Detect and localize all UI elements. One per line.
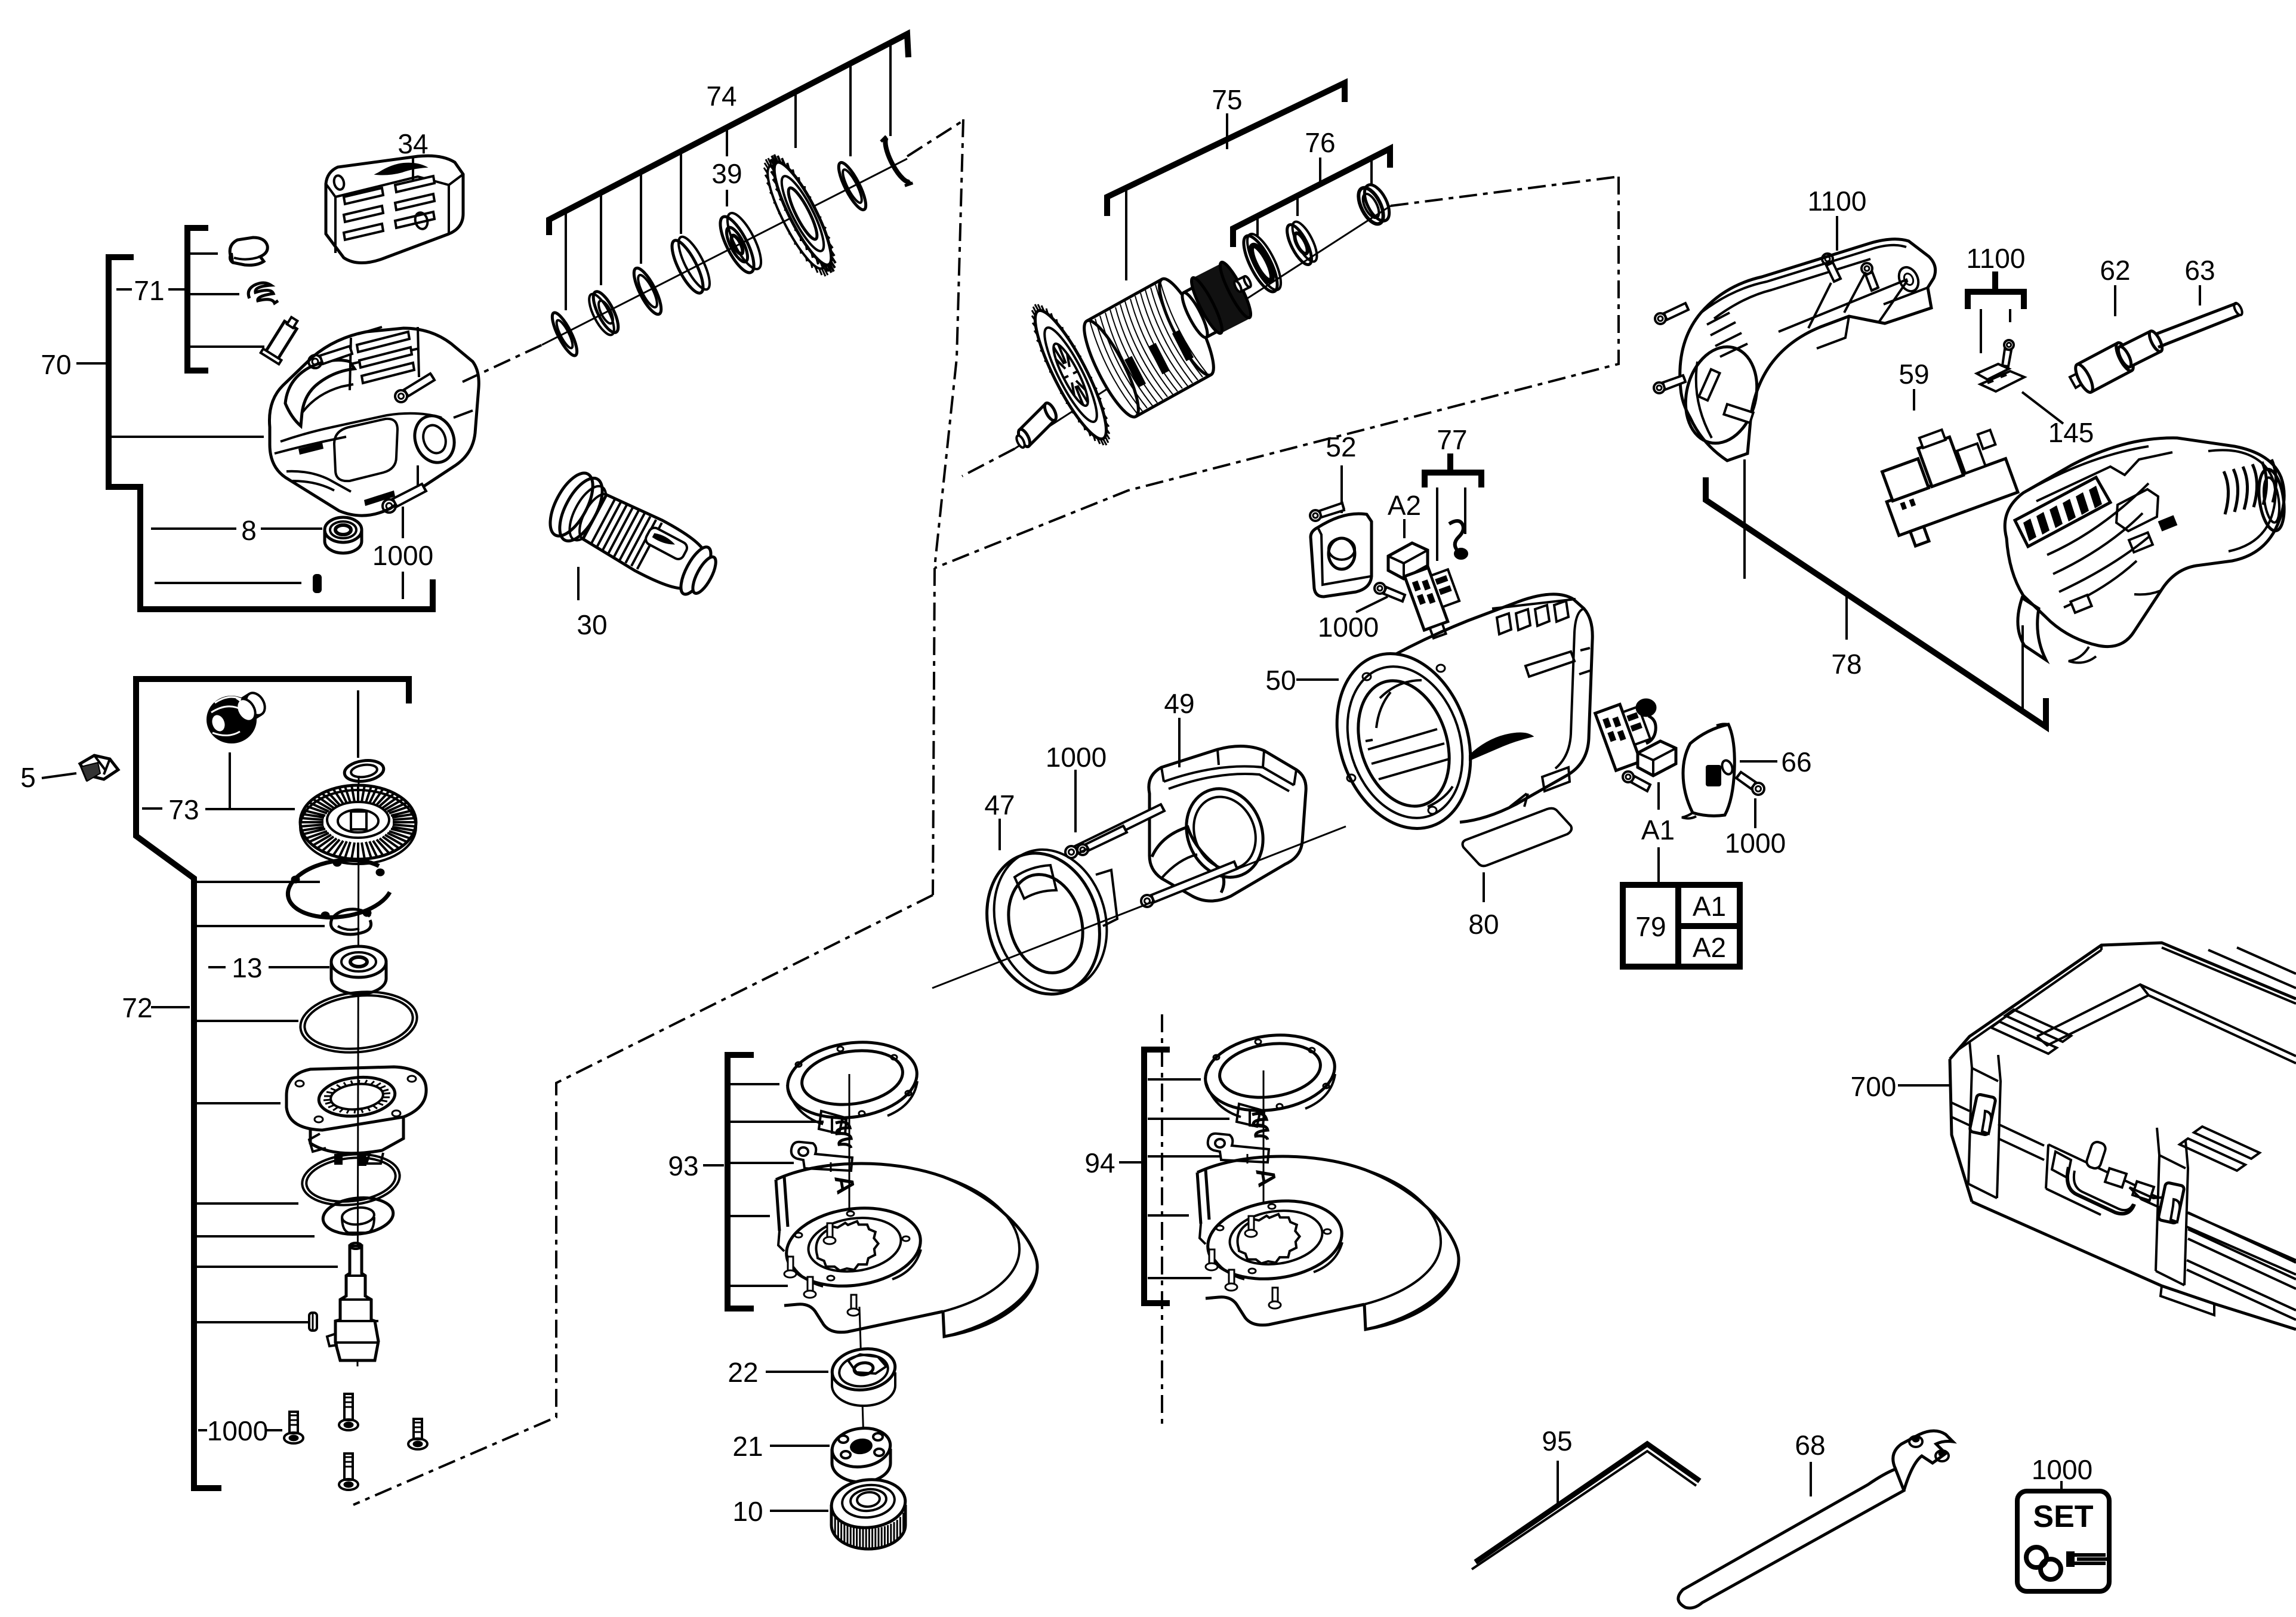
svg-text:SET: SET xyxy=(2033,1499,2093,1534)
svg-text:1000: 1000 xyxy=(1725,828,1786,859)
svg-text:1000: 1000 xyxy=(2032,1454,2092,1485)
svg-text:A1: A1 xyxy=(1641,814,1675,845)
svg-text:68: 68 xyxy=(1795,1430,1825,1461)
svg-text:1000: 1000 xyxy=(372,540,433,571)
svg-text:79: 79 xyxy=(1635,911,1666,942)
svg-text:95: 95 xyxy=(1542,1425,1572,1456)
svg-text:145: 145 xyxy=(2048,417,2094,448)
svg-text:50: 50 xyxy=(1265,665,1296,696)
svg-text:A2: A2 xyxy=(1693,932,1726,963)
svg-text:75: 75 xyxy=(1212,84,1242,115)
svg-text:94: 94 xyxy=(1084,1147,1115,1178)
svg-text:47: 47 xyxy=(984,789,1015,820)
svg-text:59: 59 xyxy=(1899,359,1929,390)
svg-text:72: 72 xyxy=(122,992,152,1023)
svg-text:8: 8 xyxy=(241,515,257,546)
svg-text:1000: 1000 xyxy=(207,1415,268,1446)
svg-text:49: 49 xyxy=(1164,688,1194,719)
svg-text:70: 70 xyxy=(41,349,71,380)
svg-text:13: 13 xyxy=(232,952,262,983)
svg-text:34: 34 xyxy=(397,128,428,159)
svg-text:1100: 1100 xyxy=(1808,186,1867,217)
svg-text:1000: 1000 xyxy=(1318,612,1379,643)
svg-text:77: 77 xyxy=(1437,424,1467,455)
svg-text:10: 10 xyxy=(732,1496,763,1527)
svg-text:22: 22 xyxy=(728,1357,758,1388)
svg-text:52: 52 xyxy=(1326,431,1356,462)
svg-text:76: 76 xyxy=(1305,127,1335,158)
svg-text:80: 80 xyxy=(1468,909,1499,940)
svg-text:93: 93 xyxy=(668,1150,698,1181)
svg-text:30: 30 xyxy=(577,609,607,640)
svg-text:A1: A1 xyxy=(1693,891,1726,922)
svg-text:62: 62 xyxy=(2100,255,2130,286)
svg-text:A2: A2 xyxy=(1388,490,1421,521)
svg-text:700: 700 xyxy=(1851,1071,1897,1102)
svg-text:1100: 1100 xyxy=(1967,243,2026,274)
svg-text:1000: 1000 xyxy=(1046,742,1107,773)
svg-text:71: 71 xyxy=(134,275,164,306)
svg-text:63: 63 xyxy=(2184,255,2215,286)
svg-text:21: 21 xyxy=(732,1431,763,1462)
svg-text:78: 78 xyxy=(1831,649,1862,680)
svg-text:66: 66 xyxy=(1781,746,1811,777)
svg-text:5: 5 xyxy=(20,762,36,793)
svg-text:74: 74 xyxy=(706,81,736,112)
svg-text:73: 73 xyxy=(168,794,199,825)
svg-text:39: 39 xyxy=(711,158,742,189)
